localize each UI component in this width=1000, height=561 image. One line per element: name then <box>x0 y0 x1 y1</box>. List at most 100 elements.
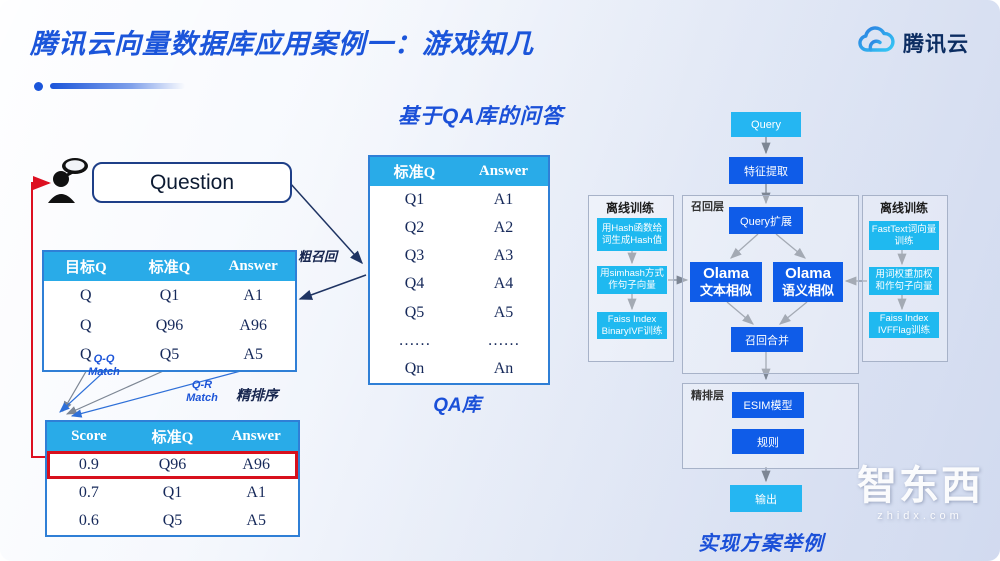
offline-right-step-3: Faiss Index IVFFlag训练 <box>869 312 939 338</box>
table-cell: A5 <box>246 512 266 529</box>
table-cell: Q <box>80 286 92 304</box>
offline-left-step-3: Faiss Index BinaryIVF训练 <box>597 312 667 339</box>
watermark-domain: zhidx.com <box>877 510 963 522</box>
qa-table-header: 标准Q Answer <box>370 157 548 186</box>
olama-text-line2: 文本相似 <box>699 283 752 299</box>
olama-semantic-line2: 语义相似 <box>781 283 834 299</box>
table-cell: Q4 <box>404 275 425 293</box>
table-cell: Q1 <box>159 286 180 304</box>
table-cell: Q1 <box>404 191 425 209</box>
cloud-icon <box>856 26 896 59</box>
offline-right-step-1: FastText词向量训练 <box>869 221 939 250</box>
table-cell: 0.6 <box>78 512 99 529</box>
table-row: Qn An <box>370 355 548 383</box>
table-cell: 0.9 <box>78 456 99 473</box>
feature-extract-node: 特征提取 <box>729 157 803 184</box>
watermark: 智东西 zhidx.com <box>845 464 995 522</box>
table-cell: …… <box>398 331 431 349</box>
target-table-header: 目标Q 标准Q Answer <box>44 252 295 281</box>
offline-left-title: 离线训练 <box>605 201 654 215</box>
table-row: Q1 A1 <box>370 186 548 214</box>
recall-layer-label: 召回层 <box>691 201 724 213</box>
qa-section-heading: 基于QA库的问答 <box>398 105 564 128</box>
table-cell: Q5 <box>404 303 425 321</box>
table-row: Q3 A3 <box>370 242 548 270</box>
table-row: Q Q5 A5 <box>44 340 295 370</box>
table-row: …… …… <box>370 327 548 355</box>
fine-rank-label: 精排序 <box>236 387 278 403</box>
olama-semantic-similarity-node: Olama 语义相似 <box>773 262 843 302</box>
col-header: Score <box>71 428 107 444</box>
col-header: Answer <box>231 428 281 444</box>
col-header: 标准Q <box>148 260 191 276</box>
table-cell: Q1 <box>162 484 183 501</box>
query-node: Query <box>731 112 801 137</box>
qr-match-label: Q-R Match <box>186 379 218 404</box>
table-cell: Q <box>80 316 92 334</box>
rule-node: 规则 <box>732 429 804 454</box>
olama-text-line1: Olama <box>703 265 749 283</box>
table-row: Q Q1 A1 <box>44 281 295 311</box>
table-cell: …… <box>487 331 520 349</box>
recall-merge-node: 召回合并 <box>731 327 803 352</box>
offline-left-step-2: 用simhash方式作句子向量 <box>597 266 667 294</box>
table-cell: A2 <box>493 219 514 237</box>
table-cell: Q3 <box>404 247 425 265</box>
table-row: Q5 A5 <box>370 299 548 327</box>
tencent-cloud-logo: 腾讯云 <box>856 26 969 59</box>
rank-layer-label: 精排层 <box>691 390 724 402</box>
table-cell: A4 <box>493 275 514 293</box>
table-cell: A3 <box>493 247 514 265</box>
qq-match-label: Q-Q Match <box>88 353 120 378</box>
score-table-header: Score 标准Q Answer <box>47 422 298 451</box>
title-accent-dot <box>34 82 43 91</box>
offline-left-step-1: 用Hash函数给词生成Hash值 <box>597 218 667 251</box>
table-cell: An <box>493 359 514 377</box>
table-cell: A1 <box>246 484 266 501</box>
esim-model-node: ESIM模型 <box>732 392 804 418</box>
col-header: 标准Q <box>393 165 436 181</box>
table-row: 0.7 Q1 A1 <box>47 479 298 507</box>
olama-semantic-line1: Olama <box>785 265 831 283</box>
table-cell: A96 <box>242 456 270 473</box>
table-row: Q2 A2 <box>370 214 548 242</box>
table-cell: A5 <box>243 346 263 364</box>
olama-text-similarity-node: Olama 文本相似 <box>690 262 762 302</box>
table-cell: A1 <box>493 191 514 209</box>
qa-library-table: 标准Q Answer Q1 A1 Q2 A2 Q3 A3 Q4 A4 Q5 A5… <box>368 155 550 385</box>
table-cell: A5 <box>493 303 514 321</box>
table-cell: Q5 <box>159 346 180 364</box>
table-row: Q4 A4 <box>370 270 548 298</box>
question-box: Question <box>92 162 292 203</box>
table-row: 0.6 Q5 A5 <box>47 507 298 535</box>
logo-text: 腾讯云 <box>903 32 969 56</box>
table-cell: Q5 <box>162 512 183 529</box>
col-header: Answer <box>478 163 529 179</box>
col-header: Answer <box>228 258 278 274</box>
coarse-recall-label: 粗召回 <box>298 249 338 264</box>
title-accent-bar <box>50 83 185 89</box>
score-table: Score 标准Q Answer 0.9 Q96 A96 0.7 Q1 A1 0… <box>45 420 300 537</box>
offline-right-step-2: 用词权重加权和作句子向量 <box>869 267 939 295</box>
qa-library-caption: QA库 <box>433 395 481 416</box>
table-cell: Q96 <box>158 456 187 473</box>
table-cell: A96 <box>239 316 267 334</box>
target-question-table: 目标Q 标准Q Answer Q Q1 A1 Q Q96 A96 Q Q5 A5 <box>42 250 297 372</box>
query-expand-node: Query扩展 <box>729 207 803 234</box>
score-row-highlighted: 0.9 Q96 A96 <box>47 451 298 479</box>
table-cell: Q2 <box>404 219 425 237</box>
user-icon <box>44 156 92 213</box>
flowchart-caption: 实现方案举例 <box>698 533 824 555</box>
col-header: 标准Q <box>151 430 194 446</box>
table-cell: Qn <box>404 359 425 377</box>
table-cell: 0.7 <box>78 484 99 501</box>
table-row: Q Q96 A96 <box>44 311 295 341</box>
output-node: 输出 <box>730 485 802 512</box>
page-title: 腾讯云向量数据库应用案例一：游戏知几 <box>30 29 534 59</box>
table-cell: Q96 <box>155 316 184 334</box>
col-header: 目标Q <box>65 260 107 276</box>
offline-right-title: 离线训练 <box>879 201 928 215</box>
watermark-brand: 智东西 <box>857 464 983 508</box>
